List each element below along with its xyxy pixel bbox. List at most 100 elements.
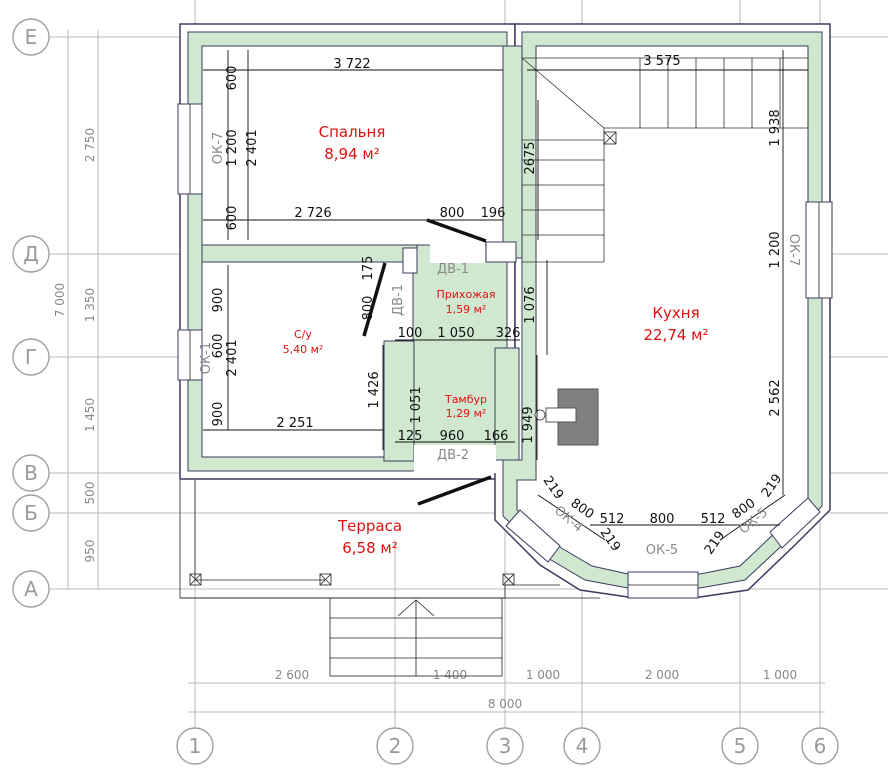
dim-bottom-2000: 2 000 [645, 668, 679, 682]
room-bedroom-name: Спальня [319, 123, 386, 141]
axis-label-5: 5 [734, 734, 747, 758]
axis-number-bubbles: 1 2 3 4 5 6 [176, 727, 839, 765]
dim-door-800: 800 [440, 206, 465, 221]
dim-bedroom-1200: 1 200 [225, 129, 240, 166]
door-leaf-dv2 [417, 475, 492, 506]
room-terrace-name: Терраса [337, 517, 402, 535]
axis-bubble-3 [486, 727, 524, 765]
dim-vest-960: 960 [440, 429, 465, 444]
dim-kitchen-1938: 1 938 [768, 109, 783, 146]
terrace-post-2 [319, 573, 332, 586]
room-hall-name: Прихожая [437, 288, 496, 301]
dim-bath-900-top: 900 [211, 288, 226, 313]
axis-bubble-a [12, 570, 50, 608]
axis-label-6: 6 [814, 734, 827, 758]
dim-bottom-2600: 2 600 [275, 668, 309, 682]
tag-ok5-bottom: ОК-5 [646, 543, 678, 558]
dim-bottom-1000b: 1 000 [763, 668, 797, 682]
axis-label-b: Б [24, 501, 38, 525]
dim-hall-1076: 1 076 [523, 286, 538, 323]
axis-bubble-5 [721, 727, 759, 765]
dim-bath-width: 2 251 [276, 416, 313, 431]
dim-left-1350: 1 350 [83, 288, 97, 322]
stove [534, 388, 599, 446]
dim-bedroom-600-top: 600 [225, 66, 240, 91]
dim-left-total: 7 000 [53, 283, 67, 317]
door-leaf-dv1 [426, 218, 487, 243]
terrace-post-1 [189, 573, 202, 586]
dim-bottom-1400: 1 400 [433, 668, 467, 682]
window-ok5-right [769, 497, 821, 549]
left-dimension-chain: 7 000 2 750 1 350 1 450 500 950 [53, 30, 99, 589]
axis-bubble-d [12, 235, 50, 273]
dim-bath-900-bottom: 900 [211, 402, 226, 427]
room-kitchen-name: Кухня [652, 304, 699, 322]
tag-dv1-vertical: ДВ-1 [391, 284, 406, 316]
windows [177, 103, 833, 599]
axis-bubble-2 [376, 727, 414, 765]
outer-walls [179, 23, 831, 598]
axis-label-d: Д [23, 242, 39, 266]
room-terrace-area: 6,58 м² [342, 539, 398, 557]
door-leaf-bathroom [362, 262, 387, 337]
dim-kitchen-1200: 1 200 [768, 231, 783, 268]
interior-dimension-lines [203, 50, 808, 541]
room-bathroom-area: 5,40 м² [283, 343, 324, 356]
dim-vest-125: 125 [398, 429, 423, 444]
tag-ok7-right: ОК-7 [786, 234, 801, 266]
dim-left-950: 950 [83, 540, 97, 563]
door-swings [362, 218, 492, 506]
tag-ok1: ОК-1 [199, 342, 214, 374]
room-hall-area: 1,59 м² [446, 303, 487, 316]
dim-bath-600: 600 [211, 334, 226, 359]
dim-hall-800: 800 [361, 296, 376, 321]
dim-bedroom-top: 3 722 [333, 57, 370, 72]
dim-vest-166: 166 [484, 429, 509, 444]
room-bathroom-name: С/у [294, 328, 312, 341]
axis-label-a: А [24, 577, 38, 601]
dim-left-1450: 1 450 [83, 398, 97, 432]
room-vestibule-name: Тамбур [444, 393, 487, 406]
dim-bay-800-mid: 800 [650, 512, 675, 527]
axis-label-3: 3 [499, 734, 512, 758]
room-vestibule-area: 1,29 м² [446, 407, 487, 420]
dim-bottom-total: 8 000 [488, 697, 522, 711]
axis-bubble-6 [801, 727, 839, 765]
dim-hall-1050: 1 050 [437, 326, 474, 341]
dim-bedroom-600-bottom: 600 [225, 206, 240, 231]
axis-letter-bubbles: Е Д Г В Б А [12, 18, 50, 608]
axis-label-v: В [24, 461, 38, 485]
axis-label-g: Г [25, 345, 37, 369]
dim-bay-512-b: 512 [701, 512, 726, 527]
axis-label-e: Е [25, 25, 38, 49]
dim-left-500: 500 [83, 482, 97, 505]
axis-bubble-1 [176, 727, 214, 765]
room-bedroom-area: 8,94 м² [324, 145, 380, 163]
dim-vest-1949: 1 949 [521, 406, 536, 443]
dim-bath-height: 2 401 [225, 339, 240, 376]
axis-label-4: 4 [576, 734, 589, 758]
axis-bubble-b [12, 494, 50, 532]
dim-stair-2675: 2675 [523, 141, 538, 174]
tag-dv2: ДВ-2 [437, 448, 469, 463]
axis-bubble-v [12, 454, 50, 492]
dim-bay-512-a: 512 [600, 512, 625, 527]
axis-bubble-e [12, 18, 50, 56]
porch-steps [329, 597, 503, 677]
dim-vest-1051: 1 051 [409, 386, 424, 423]
dim-wall-196: 196 [481, 206, 506, 221]
dim-hall-175: 175 [361, 256, 376, 281]
dim-kitchen-2562: 2 562 [768, 379, 783, 416]
dim-hall-100: 100 [398, 326, 423, 341]
dim-bedroom-bottom: 2 726 [294, 206, 331, 221]
terrace-post-3 [502, 573, 515, 586]
tag-dv1: ДВ-1 [437, 262, 469, 277]
window-ok4 [505, 509, 561, 563]
axis-label-1: 1 [189, 734, 202, 758]
tag-ok7-left: ОК-7 [211, 132, 226, 164]
bottom-dimension-chain: 2 600 1 400 1 000 2 000 1 000 8 000 [188, 668, 825, 713]
axis-bubble-g [12, 338, 50, 376]
room-kitchen-area: 22,74 м² [643, 326, 708, 344]
dim-hall-326: 326 [496, 326, 521, 341]
